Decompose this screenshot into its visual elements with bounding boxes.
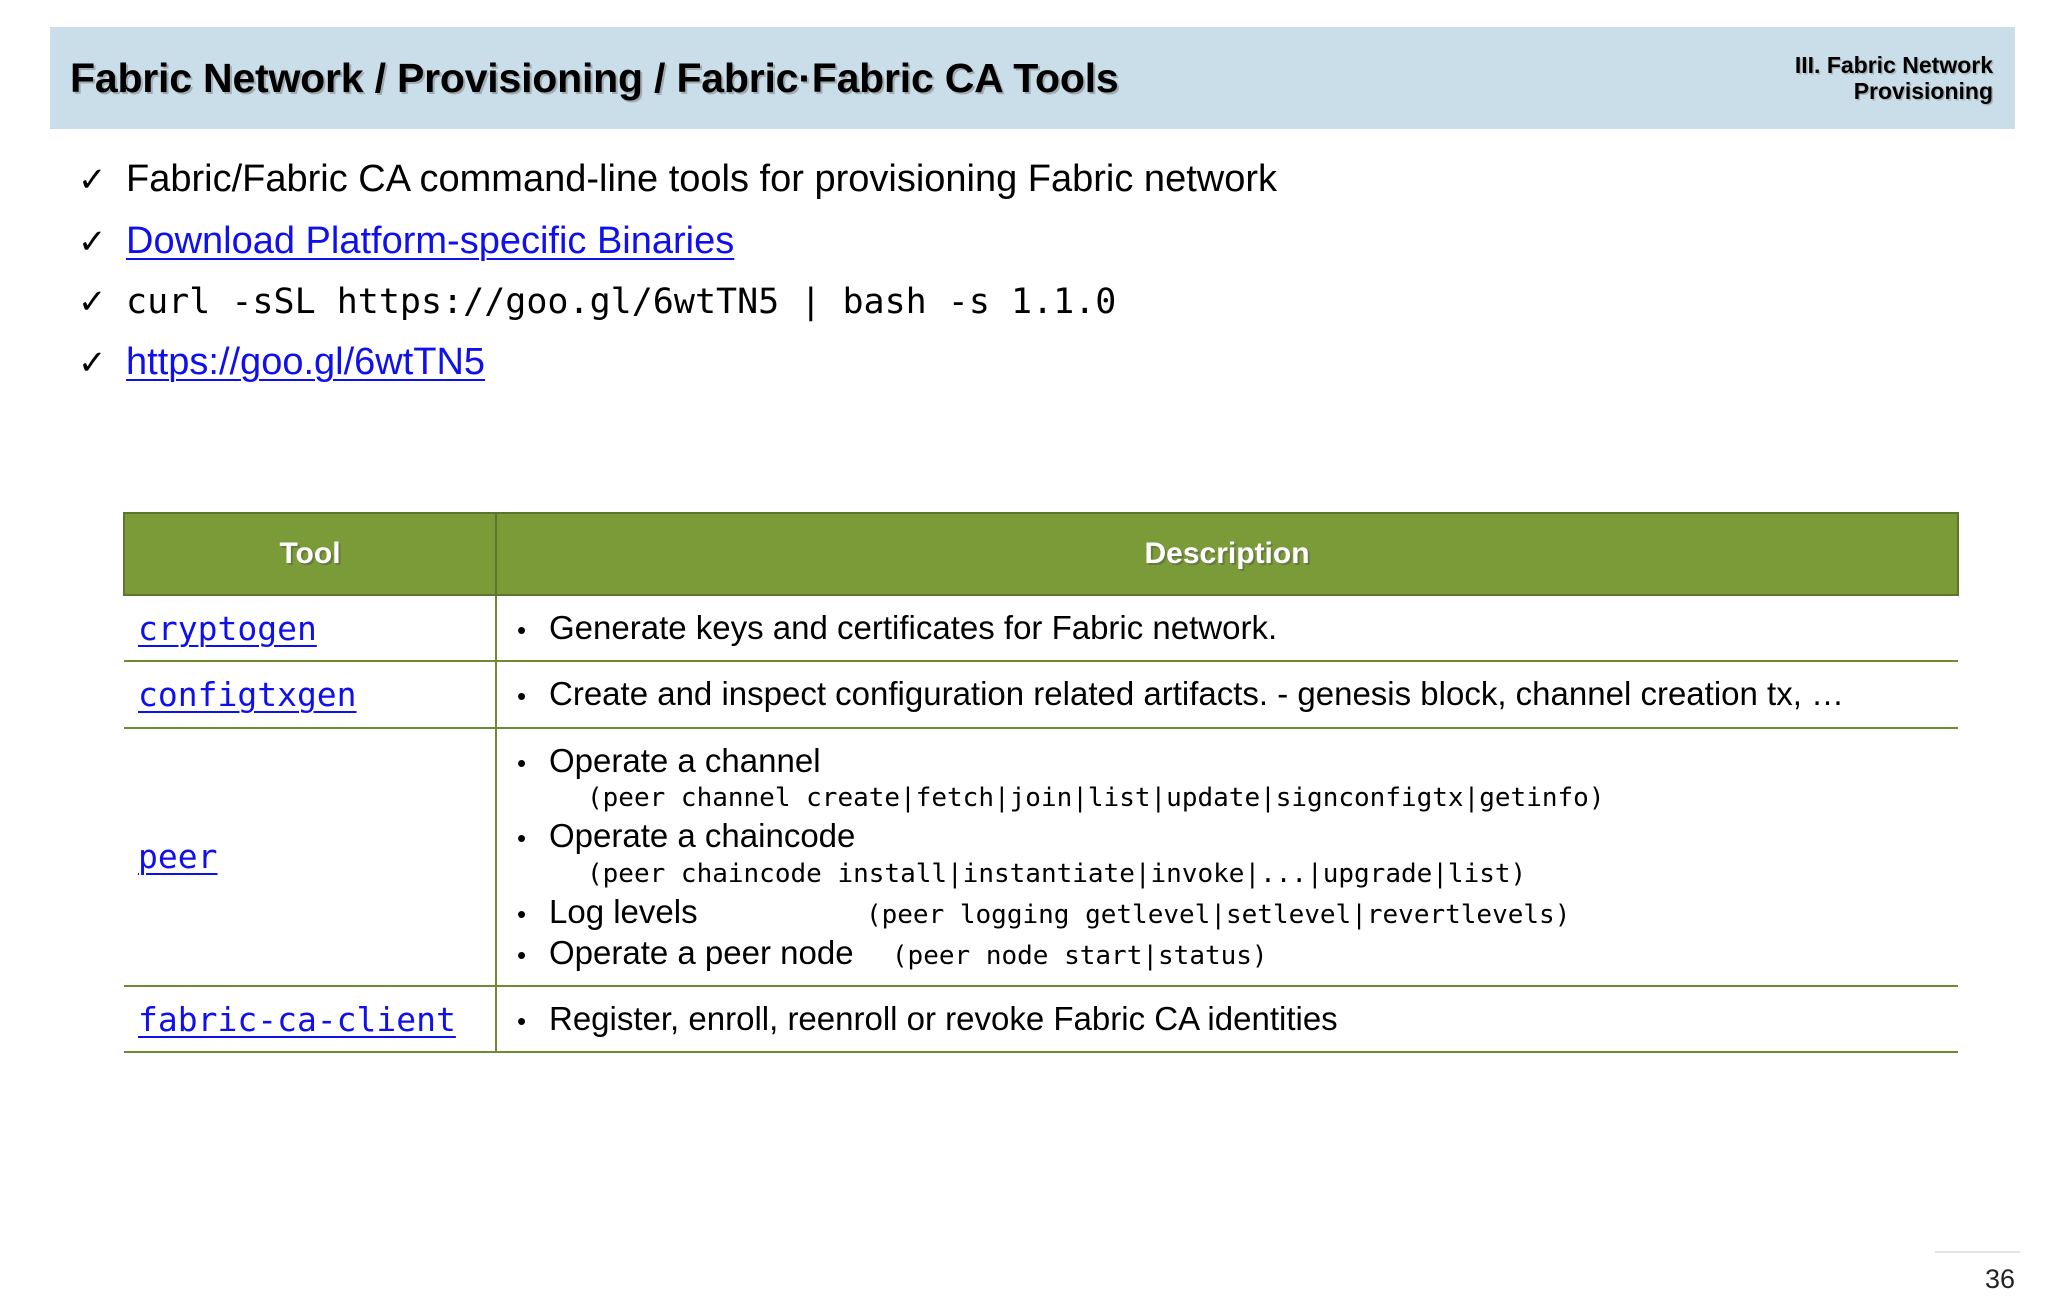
tool-link-fabric-ca-client[interactable]: fabric-ca-client bbox=[138, 999, 456, 1039]
description-item: • Operate a channel (peer channel create… bbox=[517, 741, 1946, 817]
tool-link-configtxgen[interactable]: configtxgen bbox=[138, 674, 357, 714]
description-item: • Create and inspect configuration relat… bbox=[517, 674, 1946, 714]
description-item: • Operate a chaincode (peer chaincode in… bbox=[517, 816, 1946, 892]
table-header-row: Tool Description bbox=[123, 512, 1959, 596]
list-item: ✓ curl -sSL https://goo.gl/6wtTN5 | bash… bbox=[78, 284, 1978, 321]
section-label: III. Fabric Network Provisioning bbox=[1795, 52, 1993, 105]
column-header-tool: Tool bbox=[123, 512, 497, 596]
bullet-dot-icon: • bbox=[517, 615, 527, 645]
description-text: Generate keys and certificates for Fabri… bbox=[549, 609, 1278, 646]
description-body: Operate a channel (peer channel create|f… bbox=[549, 741, 1946, 817]
description-text: Register, enroll, reenroll or revoke Fab… bbox=[549, 999, 1338, 1037]
page-number: 36 bbox=[1984, 1264, 2015, 1294]
description-text: Create and inspect configuration related… bbox=[549, 675, 1845, 713]
bullet-dot-icon: • bbox=[517, 1005, 527, 1036]
table-row: configtxgen • Create and inspect configu… bbox=[124, 660, 1958, 729]
description-body: Log levels (peer logging getlevel|setlev… bbox=[549, 892, 1946, 932]
list-item: ✓ Download Platform-specific Binaries bbox=[78, 219, 1978, 262]
description-text: Operate a peer node bbox=[549, 933, 854, 971]
list-item: ✓ Fabric/Fabric CA command-line tools fo… bbox=[78, 158, 1978, 200]
footer-divider bbox=[1935, 1251, 2020, 1253]
bullet-dot-icon: • bbox=[517, 939, 527, 970]
description-item: • Operate a peer node (peer node start|s… bbox=[517, 933, 1946, 973]
description-subcommand: (peer channel create|fetch|join|list|upd… bbox=[587, 782, 1605, 813]
description-cell: • Register, enroll, reenroll or revoke F… bbox=[496, 984, 1958, 1054]
description-subcommand: (peer chaincode install|instantiate|invo… bbox=[587, 858, 1527, 889]
description-body: Operate a peer node (peer node start|sta… bbox=[549, 933, 1946, 973]
section-label-line1: III. Fabric Network bbox=[1794, 51, 1993, 78]
description-inline-code: (peer node start|status) bbox=[891, 940, 1268, 971]
description-text: Operate a chaincode bbox=[549, 817, 856, 855]
bullet-dot-icon: • bbox=[517, 747, 527, 778]
check-bullet-list: ✓ Fabric/Fabric CA command-line tools fo… bbox=[78, 158, 1978, 404]
tool-cell: peer bbox=[124, 726, 497, 987]
description-cell: • Generate keys and certificates for Fab… bbox=[496, 593, 1958, 663]
page-title: Fabric Network / Provisioning / Fabric·F… bbox=[70, 54, 1119, 101]
tool-link-peer[interactable]: peer bbox=[138, 837, 218, 877]
tool-link-cryptogen[interactable]: cryptogen bbox=[138, 608, 317, 648]
table-row: fabric-ca-client • Register, enroll, ree… bbox=[124, 984, 1958, 1054]
curl-command-text: curl -sSL https://goo.gl/6wtTN5 | bash -… bbox=[126, 281, 1117, 322]
list-item: ✓ https://goo.gl/6wtTN5 bbox=[78, 340, 1978, 383]
tool-cell: cryptogen bbox=[124, 593, 497, 663]
column-header-description: Description bbox=[495, 512, 1959, 596]
bullet-dot-icon: • bbox=[517, 823, 527, 854]
tool-cell: fabric-ca-client bbox=[124, 984, 497, 1054]
description-item: • Generate keys and certificates for Fab… bbox=[517, 608, 1946, 648]
description-item: • Register, enroll, reenroll or revoke F… bbox=[517, 999, 1946, 1039]
bullet-text: Fabric/Fabric CA command-line tools for … bbox=[126, 158, 1277, 200]
description-body: Operate a chaincode (peer chaincode inst… bbox=[549, 816, 1946, 892]
bullet-dot-icon: • bbox=[517, 681, 527, 712]
check-icon: ✓ bbox=[78, 161, 107, 199]
tools-table: Tool Description cryptogen • Generate ke… bbox=[123, 512, 1959, 1054]
check-icon: ✓ bbox=[78, 222, 107, 261]
description-cell: • Create and inspect configuration relat… bbox=[496, 660, 1958, 729]
description-item: • Log levels (peer logging getlevel|setl… bbox=[517, 892, 1946, 932]
bullet-dot-icon: • bbox=[517, 899, 527, 930]
description-cell: • Operate a channel (peer channel create… bbox=[496, 726, 1958, 987]
check-icon: ✓ bbox=[78, 343, 107, 382]
download-binaries-link[interactable]: Download Platform-specific Binaries bbox=[126, 219, 735, 262]
check-icon: ✓ bbox=[78, 282, 107, 321]
description-text: Log levels bbox=[549, 893, 698, 931]
description-text: Operate a channel bbox=[549, 741, 821, 779]
table-row: cryptogen • Generate keys and certificat… bbox=[124, 593, 1958, 663]
tool-cell: configtxgen bbox=[124, 660, 497, 729]
description-inline-code: (peer logging getlevel|setlevel|revertle… bbox=[865, 900, 1571, 931]
goo-gl-link[interactable]: https://goo.gl/6wtTN5 bbox=[126, 340, 486, 383]
table-row: peer • Operate a channel (peer channel c… bbox=[124, 726, 1958, 987]
slide-header-banner: Fabric Network / Provisioning / Fabric·F… bbox=[50, 27, 2015, 129]
section-label-line2: Provisioning bbox=[1853, 78, 1993, 104]
